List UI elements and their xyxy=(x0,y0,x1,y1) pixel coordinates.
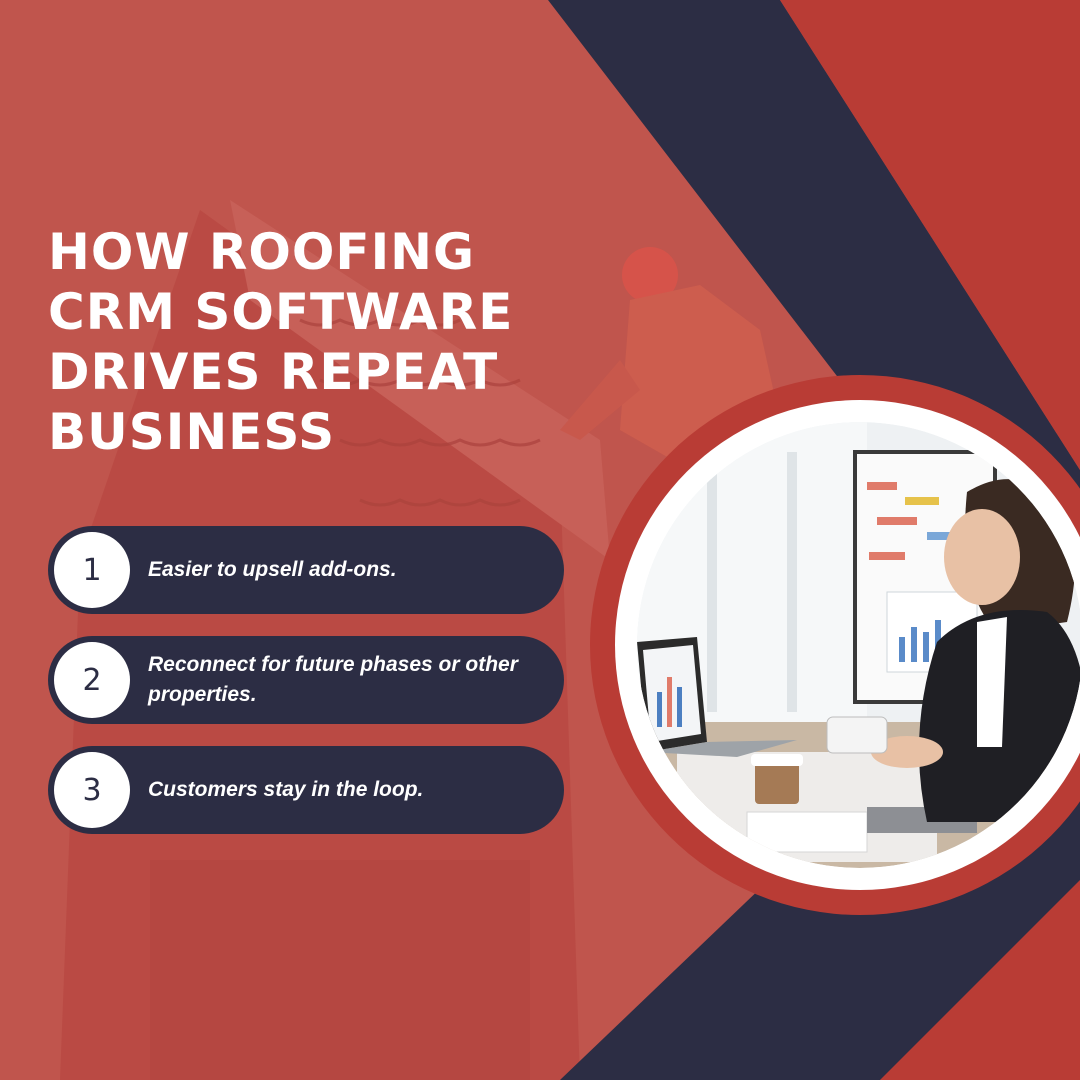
navy-diagonal-band-top xyxy=(548,0,1080,720)
benefit-item: 1 Easier to upsell add-ons. xyxy=(48,526,564,614)
item-text: Customers stay in the loop. xyxy=(148,778,424,801)
businesswoman-photo xyxy=(637,422,1080,868)
item-number-badge: 1 xyxy=(54,532,130,608)
benefit-item: 2 Reconnect for future phases or other p… xyxy=(48,636,564,724)
roofer-background-photo xyxy=(60,200,780,1080)
benefit-item: 3 Customers stay in the loop. xyxy=(48,746,564,834)
item-number-badge: 2 xyxy=(54,642,130,718)
title-line: DRIVES REPEAT xyxy=(48,343,499,401)
item-text: Easier to upsell add-ons. xyxy=(148,558,397,581)
page-title: HOW ROOFING CRM SOFTWARE DRIVES REPEAT B… xyxy=(48,222,608,462)
benefit-list: 1 Easier to upsell add-ons. 2 Reconnect … xyxy=(48,526,564,856)
title-line: HOW ROOFING xyxy=(48,223,476,281)
title-line: BUSINESS xyxy=(48,403,336,461)
item-text: Reconnect for future phases or other pro… xyxy=(148,653,518,706)
item-number-badge: 3 xyxy=(54,752,130,828)
red-bottom-corner xyxy=(880,880,1080,1080)
title-line: CRM SOFTWARE xyxy=(48,283,514,341)
red-right-region xyxy=(780,0,1080,470)
